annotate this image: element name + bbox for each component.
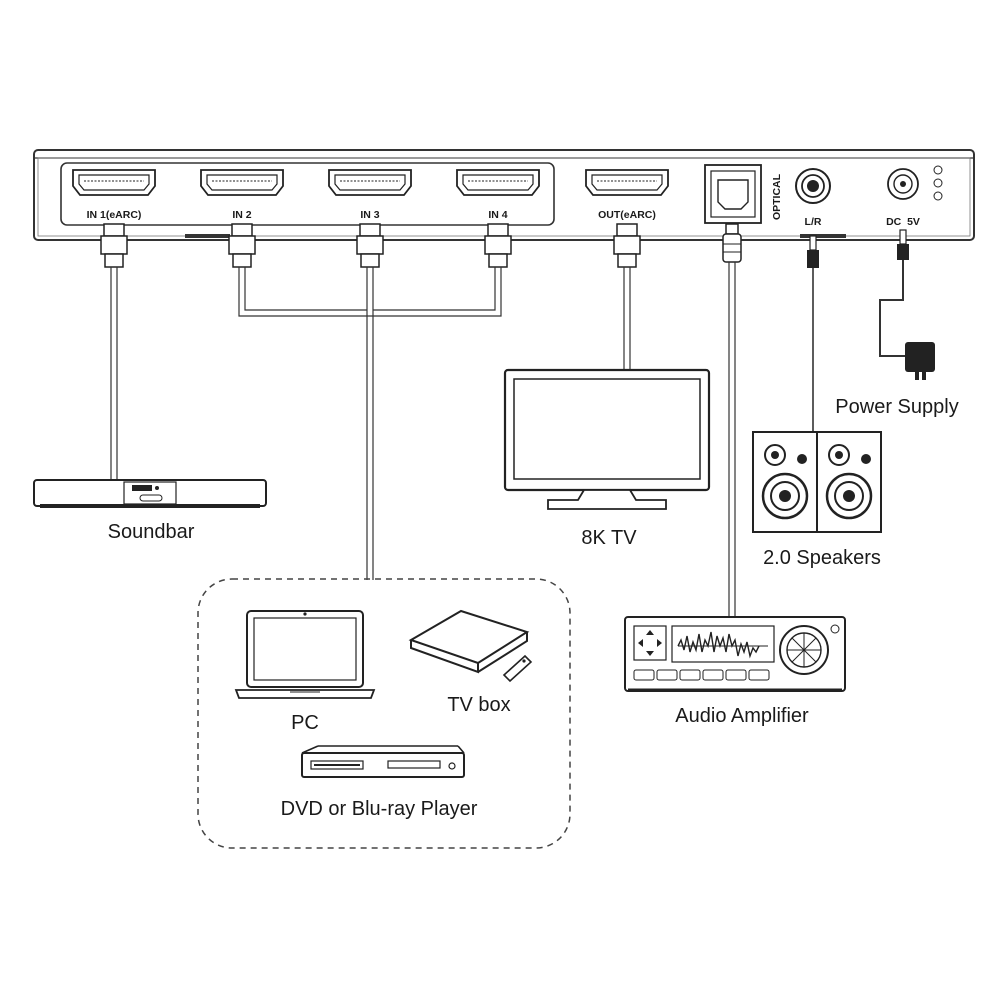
laptop-icon bbox=[234, 610, 376, 699]
hdmi-port-in3 bbox=[328, 169, 412, 196]
label-pc: PC bbox=[291, 712, 319, 734]
dvd-player-icon bbox=[301, 745, 465, 778]
port-label-in3: IN 3 bbox=[360, 209, 379, 221]
label-power-supply: Power Supply bbox=[835, 396, 958, 418]
label-tv-box: TV box bbox=[447, 694, 510, 716]
port-label-in1: IN 1(eARC) bbox=[87, 209, 142, 221]
speaker-right-icon bbox=[816, 431, 882, 533]
audio-plug-lr bbox=[807, 235, 819, 268]
audio-amplifier-icon bbox=[624, 616, 846, 692]
port-label-out: OUT(eARC) bbox=[598, 209, 656, 221]
dc-power-jack bbox=[887, 165, 943, 201]
label-amplifier: Audio Amplifier bbox=[675, 705, 809, 727]
tv-icon bbox=[503, 368, 711, 510]
power-adapter-icon bbox=[905, 342, 935, 380]
soundbar-icon bbox=[33, 479, 267, 508]
hdmi-plug-in1 bbox=[100, 223, 128, 268]
speaker-left-icon bbox=[752, 431, 818, 533]
remote-control-icon bbox=[502, 654, 533, 683]
hdmi-plug-out bbox=[613, 223, 641, 268]
port-label-in4: IN 4 bbox=[488, 209, 507, 221]
port-label-optical: OPTICAL bbox=[771, 173, 783, 220]
cables bbox=[110, 260, 905, 617]
port-label-in2: IN 2 bbox=[232, 209, 251, 221]
label-speakers: 2.0 Speakers bbox=[763, 547, 881, 569]
label-soundbar: Soundbar bbox=[108, 521, 195, 543]
hdmi-port-in4 bbox=[456, 169, 540, 196]
tv-box-icon bbox=[408, 609, 530, 674]
optical-plug bbox=[722, 223, 742, 263]
port-label-lr: L/R bbox=[805, 216, 822, 228]
hdmi-plug-in3 bbox=[356, 223, 384, 268]
optical-port bbox=[704, 164, 762, 224]
hdmi-port-out bbox=[585, 169, 669, 196]
hdmi-port-in1 bbox=[72, 169, 156, 196]
hdmi-plug-in4 bbox=[484, 223, 512, 268]
hdmi-plug-in2 bbox=[228, 223, 256, 268]
label-tv: 8K TV bbox=[581, 527, 637, 549]
label-dvd: DVD or Blu-ray Player bbox=[281, 798, 478, 820]
port-label-dc: DC 5V bbox=[886, 216, 920, 228]
audio-jack-lr bbox=[795, 168, 831, 204]
dc-plug bbox=[897, 229, 909, 260]
hdmi-port-in2 bbox=[200, 169, 284, 196]
sources-group-box bbox=[197, 578, 571, 849]
